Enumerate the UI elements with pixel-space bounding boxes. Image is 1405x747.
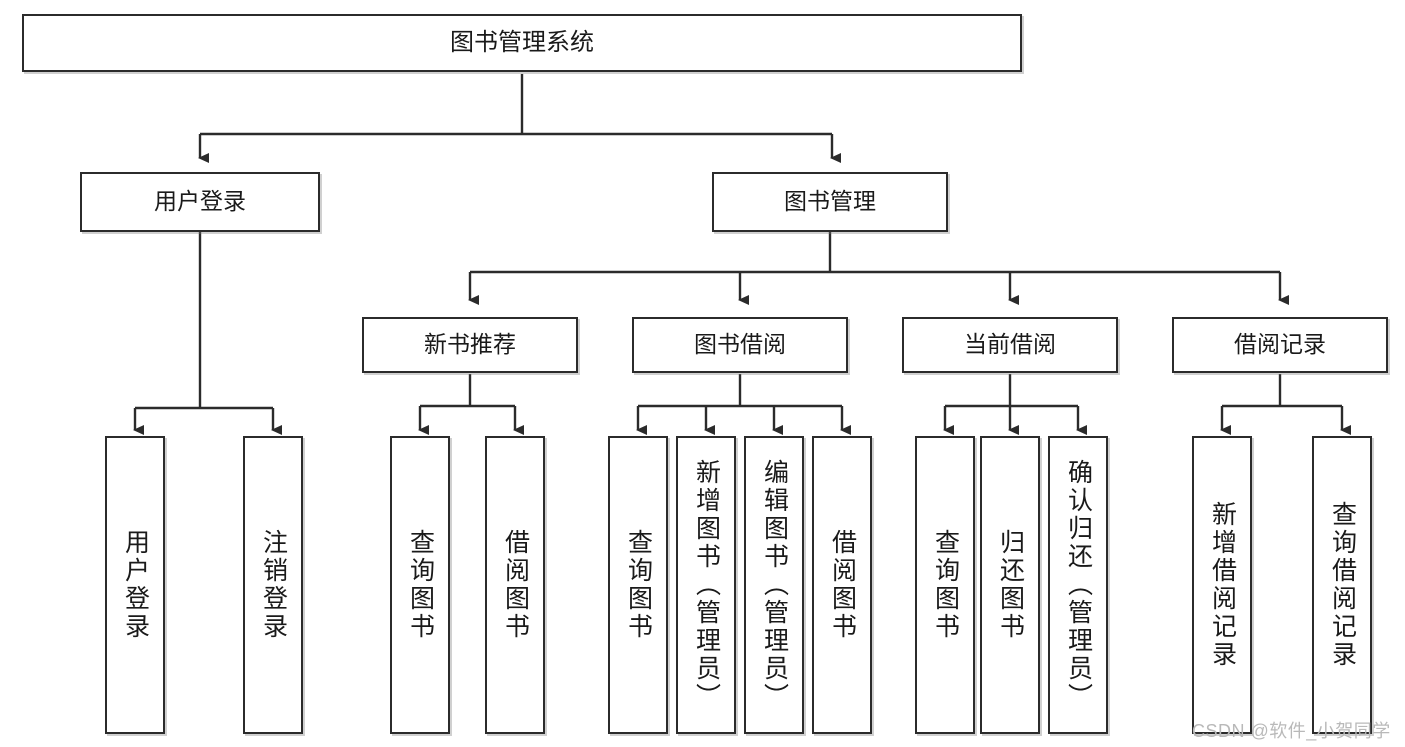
leaf-new-book-search[interactable]: 查询图书	[390, 436, 450, 734]
leaf-borrow-record-search[interactable]: 查询借阅记录	[1312, 436, 1372, 734]
node-label: 用户登录	[154, 188, 246, 215]
node-label: 借阅记录	[1234, 331, 1326, 358]
leaf-borrow-record-add[interactable]: 新增借阅记录	[1192, 436, 1252, 734]
node-label: 编辑图书（管理员）	[760, 459, 789, 711]
node-label: 借阅图书	[828, 529, 857, 641]
node-label: 新增图书（管理员）	[692, 459, 721, 711]
node-label: 查询图书	[406, 529, 435, 641]
node-label: 借阅图书	[501, 529, 530, 641]
node-label: 当前借阅	[964, 331, 1056, 358]
node-label: 确认归还（管理员）	[1064, 459, 1093, 711]
node-label: 新书推荐	[424, 331, 516, 358]
node-label: 查询借阅记录	[1328, 501, 1357, 669]
node-label: 用户登录	[121, 529, 150, 641]
leaf-current-borrow-search[interactable]: 查询图书	[915, 436, 975, 734]
leaf-book-borrow-edit[interactable]: 编辑图书（管理员）	[744, 436, 804, 734]
node-label: 图书管理系统	[450, 28, 594, 56]
leaf-user-login-signout[interactable]: 注销登录	[243, 436, 303, 734]
node-user-login[interactable]: 用户登录	[80, 172, 320, 232]
node-current-borrow[interactable]: 当前借阅	[902, 317, 1118, 373]
leaf-current-borrow-return[interactable]: 归还图书	[980, 436, 1040, 734]
leaf-book-borrow-add[interactable]: 新增图书（管理员）	[676, 436, 736, 734]
watermark-text: CSDN @软件_小贺同学	[1192, 721, 1391, 741]
leaf-book-borrow-search[interactable]: 查询图书	[608, 436, 668, 734]
node-label: 查询图书	[931, 529, 960, 641]
leaf-user-login-signin[interactable]: 用户登录	[105, 436, 165, 734]
leaf-book-borrow-lend[interactable]: 借阅图书	[812, 436, 872, 734]
node-borrow-record[interactable]: 借阅记录	[1172, 317, 1388, 373]
node-new-book-recommend[interactable]: 新书推荐	[362, 317, 578, 373]
node-label: 归还图书	[996, 529, 1025, 641]
node-label: 新增借阅记录	[1208, 501, 1237, 669]
leaf-new-book-borrow[interactable]: 借阅图书	[485, 436, 545, 734]
node-label: 注销登录	[259, 529, 288, 641]
node-label: 查询图书	[624, 529, 653, 641]
node-label: 图书管理	[784, 188, 876, 215]
node-book-management-system[interactable]: 图书管理系统	[22, 14, 1022, 72]
leaf-current-borrow-confirm-return[interactable]: 确认归还（管理员）	[1048, 436, 1108, 734]
node-book-borrow[interactable]: 图书借阅	[632, 317, 848, 373]
node-label: 图书借阅	[694, 331, 786, 358]
node-book-management[interactable]: 图书管理	[712, 172, 948, 232]
